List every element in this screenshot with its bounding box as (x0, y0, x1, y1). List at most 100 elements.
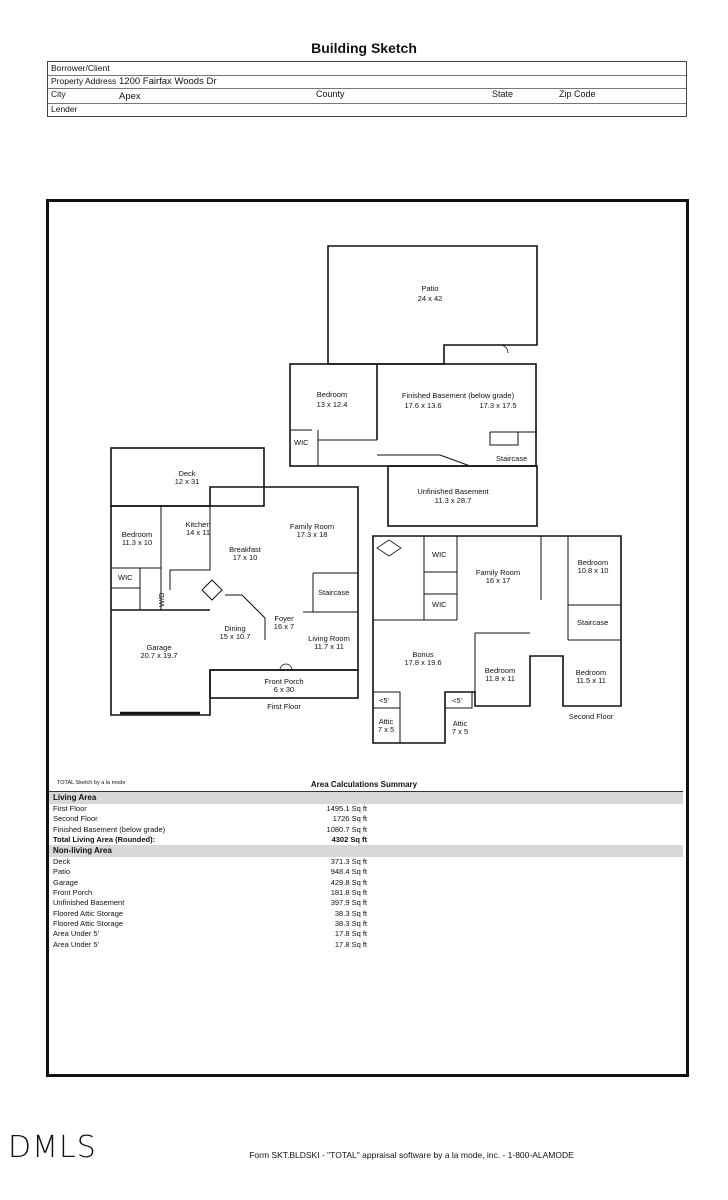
finished-bsmt-dim1: 17.6 x 13.6 (404, 401, 441, 410)
nonliving-area-name: Front Porch (53, 888, 93, 898)
bsmt-bedroom-dim: 13 x 12.4 (317, 400, 348, 409)
nonliving-area-value: 371.3 Sq ft (330, 857, 367, 867)
lender-label: Lender (51, 104, 78, 114)
lender-row: Lender (48, 103, 686, 116)
attic-a-label: Attic (379, 717, 394, 726)
unfinished-bsmt-dim: 11.3 x 28.7 (435, 496, 472, 505)
garage-label: Garage (146, 643, 171, 652)
nonliving-area-name: Deck (53, 857, 71, 867)
living-area-header: Living Area (49, 792, 683, 804)
finished-bsmt-label: Finished Basement (below grade) (402, 391, 515, 400)
borrower-label: Borrower/Client (51, 63, 110, 73)
nonliving-area-value: 181.8 Sq ft (330, 888, 367, 898)
patio-label: Patio (421, 284, 438, 293)
under5-a-label: <5' (379, 696, 390, 705)
front-porch-label: Front Porch (264, 677, 303, 686)
nonliving-area-name: Floored Attic Storage (53, 918, 124, 928)
nonliving-area-value: 948.4 Sq ft (330, 867, 367, 877)
living-area-row: First Floor 1495.1 Sq ft (49, 804, 683, 814)
total-living-row: Total Living Area (Rounded): 4302 Sq ft (49, 835, 683, 845)
dmls-logo: DMLS (8, 1130, 97, 1165)
living-room-label: Living Room (308, 634, 350, 643)
wic-2a-label: WIC (432, 550, 447, 559)
garage-dim: 20.7 x 19.7 (140, 651, 177, 660)
staircase-2-label: Staircase (577, 618, 608, 627)
bedroom-1-label: Bedroom (122, 530, 152, 539)
nonliving-area-row: Floored Attic Storage 38.3 Sq ft (49, 919, 683, 929)
bedroom-2b-dim: 11.8 x 11 (485, 674, 515, 683)
total-value: 4302 Sq ft (331, 834, 367, 844)
first-floor-label: First Floor (267, 702, 301, 711)
patio-outline (327, 245, 538, 365)
attic-a-dim: 7 x 5 (378, 725, 394, 734)
nonliving-area-value: 38.3 Sq ft (334, 918, 367, 928)
living-area-value: 1726 Sq ft (332, 814, 367, 824)
property-header: Borrower/Client Property Address 1200 Fa… (47, 61, 687, 117)
nonliving-area-row: Area Under 5'17.8 Sq ft (49, 940, 683, 950)
deck-label: Deck (178, 469, 195, 478)
attic-b-label: Attic (453, 719, 468, 728)
bsmt-wic-label: WIC (294, 438, 309, 447)
nonliving-area-row: Area Under 5' 17.8 Sq ft (49, 929, 683, 939)
nonliving-area-header: Non-living Area (49, 845, 683, 858)
foyer-dim: 16 x 7 (274, 622, 294, 631)
living-area-row: Second Floor 1726 Sq ft (49, 814, 683, 824)
family-room-1-label: Family Room (290, 522, 334, 531)
bonus-dim: 17.8 x 19.6 (404, 658, 441, 667)
state-label: State (492, 89, 514, 99)
bedroom-2c-dim: 11.5 x 11 (576, 676, 606, 685)
address-value: 1200 Fairfax Woods Dr (119, 76, 217, 87)
bedroom-2b-label: Bedroom (485, 666, 515, 675)
unfinished-bsmt-label: Unfinished Basement (417, 487, 489, 496)
nonliving-area-name: Unfinished Basement (53, 898, 125, 908)
city-row: City Apex County State Zip Code (48, 88, 686, 104)
total-label: Total Living Area (Rounded): (53, 834, 156, 844)
address-row: Property Address 1200 Fairfax Woods Dr (48, 75, 686, 89)
dining-dim: 15 x 10.7 (220, 632, 251, 641)
nonliving-area-name: Floored Attic Storage (53, 908, 124, 918)
deck-dim: 12 x 31 (175, 477, 200, 486)
nonliving-area-value: 397.9 Sq ft (330, 898, 367, 908)
borrower-row: Borrower/Client (48, 62, 686, 76)
kitchen-dim: 14 x 11 (186, 528, 210, 537)
bedroom-2a-label: Bedroom (578, 558, 608, 567)
breakfast-label: Breakfast (229, 545, 262, 554)
address-label: Property Address (51, 76, 117, 86)
patio-dim: 24 x 42 (418, 294, 443, 303)
family-room-2-dim: 16 x 17 (486, 576, 511, 585)
wic-1-label: WIC (118, 573, 133, 582)
sketch-frame (46, 199, 689, 1077)
nonliving-area-name: Patio (53, 867, 71, 877)
page-title: Building Sketch (311, 40, 417, 56)
footer-text: Form SKT.BLDSKI - "TOTAL" appraisal soft… (249, 1150, 574, 1160)
second-floor-outline (372, 535, 622, 744)
city-value: Apex (119, 91, 141, 102)
living-area-value: 1495.1 Sq ft (326, 804, 367, 813)
foyer-label: Foyer (274, 614, 294, 623)
nonliving-area-value: 17.8 Sq ft (334, 939, 367, 949)
nonliving-area-row: Deck 371.3 Sq ft (49, 857, 683, 867)
nonliving-area-name: Area Under 5' (53, 929, 100, 939)
family-room-1-dim: 17.3 x 18 (297, 530, 328, 539)
nonliving-area-value: 429.8 Sq ft (330, 877, 367, 887)
dining-label: Dining (224, 624, 245, 633)
front-porch-outline (209, 669, 359, 699)
living-area-value: 1080.7 Sq ft (326, 824, 367, 834)
county-label: County (316, 89, 345, 99)
bonus-label: Bonus (412, 650, 434, 659)
second-floor-label: Second Floor (569, 712, 614, 721)
nonliving-area-row: Front Porch 181.8 Sq ft (49, 888, 683, 898)
bsmt-staircase-label: Staircase (496, 454, 527, 463)
bsmt-bedroom-label: Bedroom (317, 390, 347, 399)
nonliving-area-value: 17.8 Sq ft (334, 929, 367, 939)
nonliving-area-row: Unfinished Basement 397.9 Sq ft (49, 898, 683, 908)
attic-b-dim: 7 x 5 (452, 727, 468, 736)
living-area-name: First Floor (53, 804, 87, 813)
staircase-1-label: Staircase (318, 588, 349, 597)
summary-title: Area Calculations Summary (310, 780, 418, 789)
living-area-name: Second Floor (53, 814, 98, 824)
unfinished-basement-outline (387, 465, 538, 527)
footer: Form SKT.BLDSKI - "TOTAL" appraisal soft… (0, 1150, 728, 1160)
